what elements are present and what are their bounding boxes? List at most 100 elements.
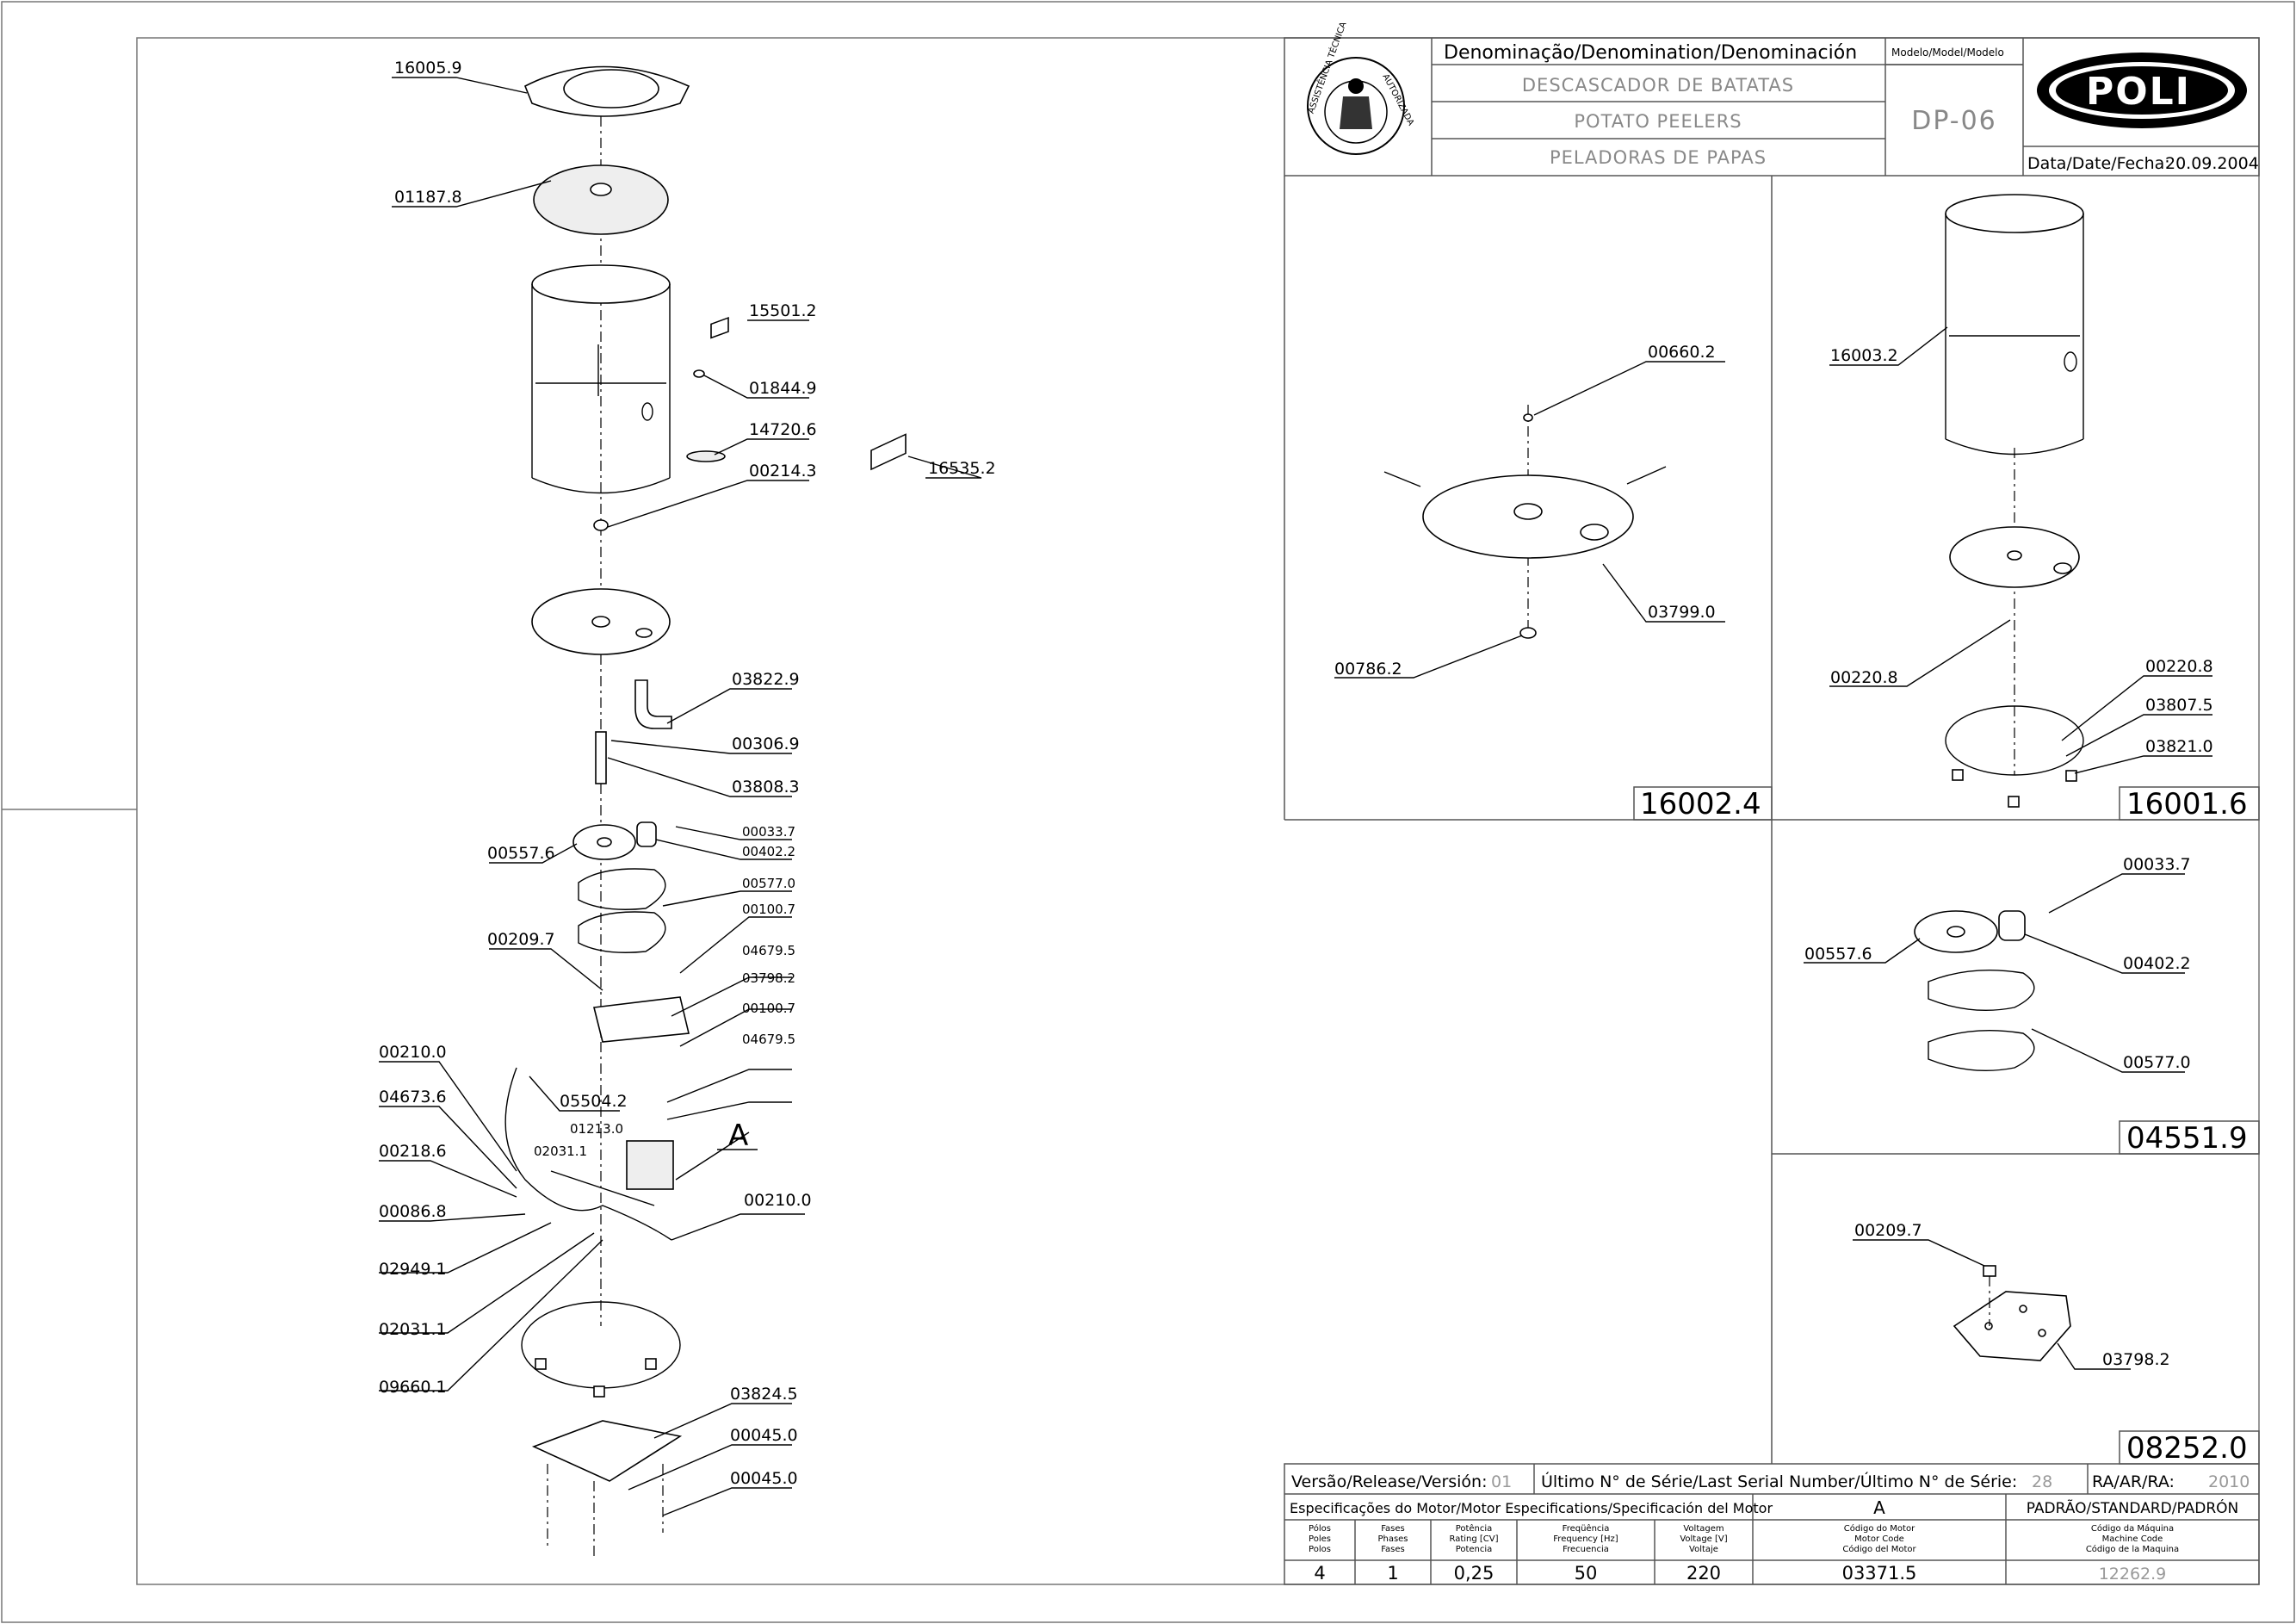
part-label: 03799.0 <box>1648 603 1716 622</box>
authorized-service-logo: ASSISTÊNCIA TÉCNICA AUTORIZADA <box>1305 20 1415 155</box>
bottom-info-block: Versão/Release/Versión: 01 Último N° de … <box>1290 1471 2250 1584</box>
version-label: Versão/Release/Versión: <box>1291 1472 1488 1491</box>
part-label: 00786.2 <box>1334 660 1402 679</box>
part-label: 16003.2 <box>1830 346 1898 365</box>
part-label: 00660.2 <box>1648 343 1716 362</box>
voltage-header: Voltagem <box>1683 1524 1724 1534</box>
motor-code-header: Código del Motor <box>1842 1544 1916 1554</box>
shaft-part <box>595 731 607 784</box>
belt-part <box>578 868 666 910</box>
part-label: 00214.3 <box>749 462 817 480</box>
part-label: 14720.6 <box>749 420 817 439</box>
frequency-header: Freqüência <box>1563 1523 1610 1534</box>
machine-code-value: 12262.9 <box>2099 1565 2167 1584</box>
part-label: 00402.2 <box>742 844 795 859</box>
part-label: 00220.8 <box>2145 657 2213 676</box>
part-label: 00033.7 <box>742 824 795 840</box>
motor-spec-label: Especificações do Motor/Motor Especifica… <box>1290 1500 1773 1516</box>
part-label: 03807.5 <box>2145 696 2213 715</box>
phases-header: Fases <box>1381 1524 1405 1534</box>
part-label: 00045.0 <box>730 1469 798 1488</box>
drawing-frame <box>136 37 2260 1585</box>
main-exploded-view <box>504 65 907 1559</box>
part-label: 04679.5 <box>742 1032 795 1047</box>
right-panel-grid <box>1284 37 2260 1585</box>
part-label: 00577.0 <box>2123 1053 2191 1072</box>
motor-code-header: Motor Code <box>1854 1534 1904 1544</box>
poles-header: Poles <box>1309 1534 1331 1544</box>
part-label: 00402.2 <box>2123 954 2191 973</box>
part-label: 00557.6 <box>487 844 555 863</box>
date-value: 20.09.2004 <box>2165 154 2259 173</box>
motor-plate-part <box>593 996 690 1043</box>
part-label: 00218.6 <box>379 1142 447 1161</box>
part-label: 03821.0 <box>2145 737 2213 756</box>
part-label: 16535.2 <box>928 459 996 478</box>
part-label: 01213.0 <box>570 1121 623 1137</box>
power-header: Rating [CV] <box>1449 1534 1498 1544</box>
main-leaders <box>379 77 982 1516</box>
detail-16002: 00660.2 03799.0 00786.2 16002.4 <box>1334 343 1761 821</box>
part-label: 03798.2 <box>2102 1350 2170 1369</box>
part-label: 02031.1 <box>534 1144 587 1159</box>
part-label: 04673.6 <box>379 1088 447 1106</box>
part-label: 04679.5 <box>742 943 795 958</box>
reference-number: 16002.4 <box>1640 787 1761 821</box>
part-label: 00577.0 <box>742 876 795 891</box>
part-label: 02949.1 <box>379 1260 447 1279</box>
assembly-letter-cell: A <box>1873 1497 1885 1518</box>
motor-code-value: 03371.5 <box>1842 1563 1917 1584</box>
detail-04551: 00033.7 00557.6 00402.2 00577.0 04551.9 <box>1804 855 2248 1156</box>
product-name-en: POTATO PEELERS <box>1574 111 1742 132</box>
poles-value: 4 <box>1314 1563 1325 1584</box>
machine-code-header: Código de la Maquina <box>2086 1544 2179 1554</box>
phases-value: 1 <box>1387 1563 1398 1584</box>
part-label: 00209.7 <box>487 930 555 949</box>
model-number: DP-06 <box>1911 106 1997 136</box>
voltage-header: Voltaje <box>1689 1545 1718 1554</box>
serial-label: Último N° de Série/Last Serial Number/Úl… <box>1541 1471 2017 1491</box>
part-label: 00086.8 <box>379 1202 447 1221</box>
power-header: Potencia <box>1456 1545 1493 1554</box>
part-label: 15501.2 <box>749 301 817 320</box>
voltage-header: Voltage [V] <box>1680 1534 1727 1544</box>
assembly-letter: A <box>728 1119 748 1153</box>
part-label: 01844.9 <box>749 379 817 398</box>
phases-header: Fases <box>1381 1545 1405 1554</box>
voltage-value: 220 <box>1686 1563 1721 1584</box>
part-label: 03808.3 <box>732 778 800 797</box>
column-headers: Pólos Poles Polos Fases Phases Fases Pot… <box>1309 1523 2179 1554</box>
part-label: 03798.2 <box>742 970 795 986</box>
power-header: Potência <box>1456 1523 1493 1534</box>
part-label: 01187.8 <box>394 188 462 207</box>
standard-label: PADRÃO/STANDARD/PADRÓN <box>2027 1498 2239 1517</box>
product-name-pt: DESCASCADOR DE BATATAS <box>1522 75 1794 96</box>
part-label: 00210.0 <box>744 1191 812 1210</box>
part-label: 00220.8 <box>1830 668 1898 687</box>
part-label: 00100.7 <box>742 902 795 917</box>
model-header: Modelo/Model/Modelo <box>1891 46 2004 59</box>
frequency-header: Frecuencia <box>1563 1545 1609 1554</box>
reference-number: 08252.0 <box>2126 1431 2248 1466</box>
serial-value: 28 <box>2032 1472 2052 1491</box>
part-label: 02031.1 <box>379 1320 447 1339</box>
phases-header: Phases <box>1377 1534 1408 1544</box>
detail-16001: 16003.2 00220.8 00220.8 03807.5 03821.0 … <box>1829 194 2248 821</box>
part-label: 00045.0 <box>730 1426 798 1445</box>
part-label: 00557.6 <box>1804 945 1872 964</box>
frequency-value: 50 <box>1575 1563 1598 1584</box>
part-label: 00100.7 <box>742 1001 795 1016</box>
reference-number: 04551.9 <box>2126 1121 2248 1156</box>
part-label: 09660.1 <box>379 1378 447 1397</box>
poli-brand-logo: POLI <box>2037 53 2247 128</box>
part-label: 16005.9 <box>394 59 462 77</box>
denomination-header: Denominação/Denomination/Denominación <box>1444 42 1857 64</box>
motor-code-header: Código do Motor <box>1844 1523 1915 1534</box>
motor-part <box>626 1140 674 1190</box>
cable-part <box>504 1067 672 1241</box>
part-label: 00209.7 <box>1854 1221 1922 1240</box>
title-block: ASSISTÊNCIA TÉCNICA AUTORIZADA Denominaç… <box>1305 20 2259 173</box>
part-label: 05504.2 <box>560 1092 628 1111</box>
